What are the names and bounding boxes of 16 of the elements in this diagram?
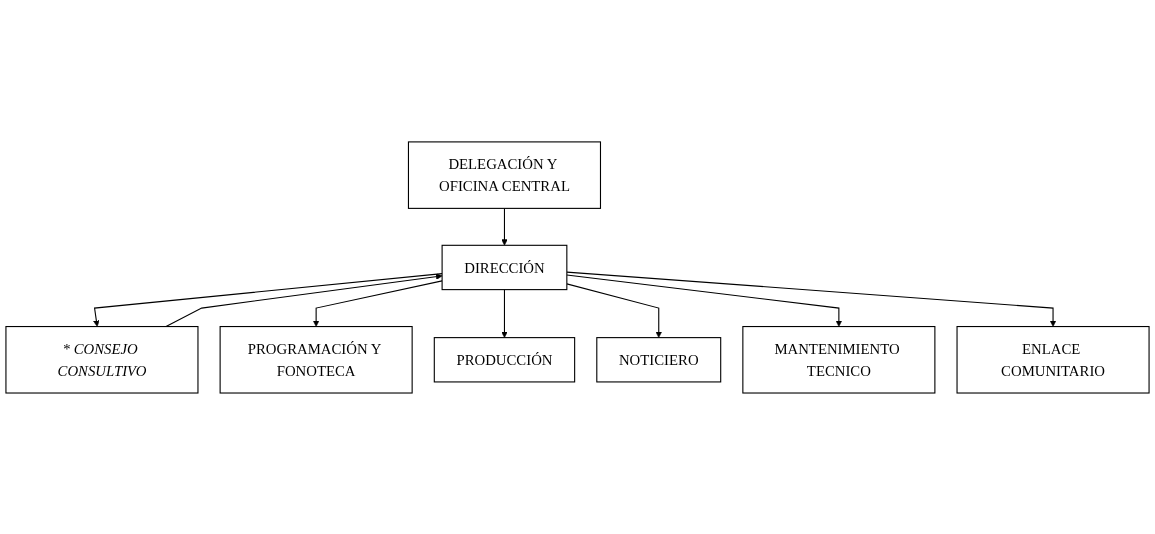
arrow xyxy=(165,272,443,327)
node-box: DELEGACIÓN Y OFICINA CENTRAL xyxy=(407,140,602,209)
arrow xyxy=(312,279,443,327)
arrow xyxy=(501,288,508,338)
node-box: PROGRAMACIÓN Y FONOTECA xyxy=(219,325,413,394)
node-box: PRODUCCIÓN xyxy=(433,336,576,383)
arrow xyxy=(566,274,843,327)
node-box: ENLACE COMUNITARIO xyxy=(956,325,1150,394)
arrow xyxy=(566,282,662,338)
node-box: MANTENIMIENTO TECNICO xyxy=(742,325,936,394)
node-box: * CONSEJO CONSULTIVO xyxy=(5,325,199,394)
node-box: NOTICIERO xyxy=(596,336,722,383)
arrow xyxy=(566,271,1057,327)
arrow xyxy=(93,272,443,327)
arrow xyxy=(501,207,508,246)
node-box: DIRECCIÓN xyxy=(441,244,568,290)
